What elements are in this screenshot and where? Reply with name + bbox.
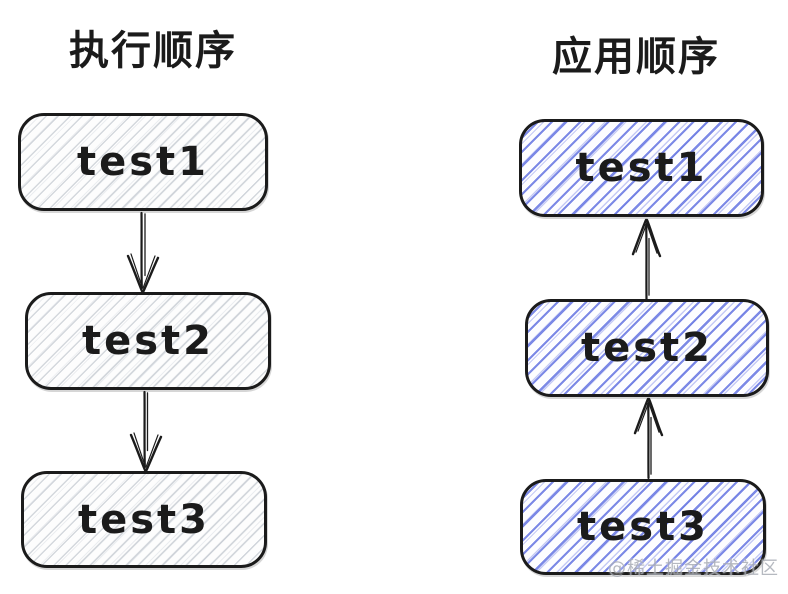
arrow-up-icon bbox=[626, 217, 666, 301]
execution-box-test1: test1 bbox=[18, 113, 268, 211]
watermark: @稀土掘金技术社区 bbox=[608, 558, 779, 579]
execution-box-test3-label: test3 bbox=[77, 496, 210, 543]
application-box-test1-label: test1 bbox=[575, 145, 708, 191]
arrow-down-icon bbox=[124, 211, 164, 295]
execution-box-test1-label: test1 bbox=[76, 139, 209, 185]
execution-box-test3: test3 bbox=[21, 471, 267, 568]
arrow-down-icon bbox=[126, 390, 166, 474]
application-order-title: 应用顺序 bbox=[552, 34, 720, 80]
execution-box-test2-label: test2 bbox=[81, 318, 214, 364]
arrow-up-icon bbox=[628, 396, 668, 480]
application-box-test2: test2 bbox=[525, 299, 769, 397]
execution-order-title: 执行顺序 bbox=[69, 28, 237, 74]
application-box-test3: test3 bbox=[520, 479, 766, 575]
application-box-test1: test1 bbox=[519, 119, 764, 217]
application-box-test2-label: test2 bbox=[580, 325, 713, 371]
application-box-test3-label: test3 bbox=[576, 504, 709, 550]
execution-box-test2: test2 bbox=[25, 292, 271, 390]
